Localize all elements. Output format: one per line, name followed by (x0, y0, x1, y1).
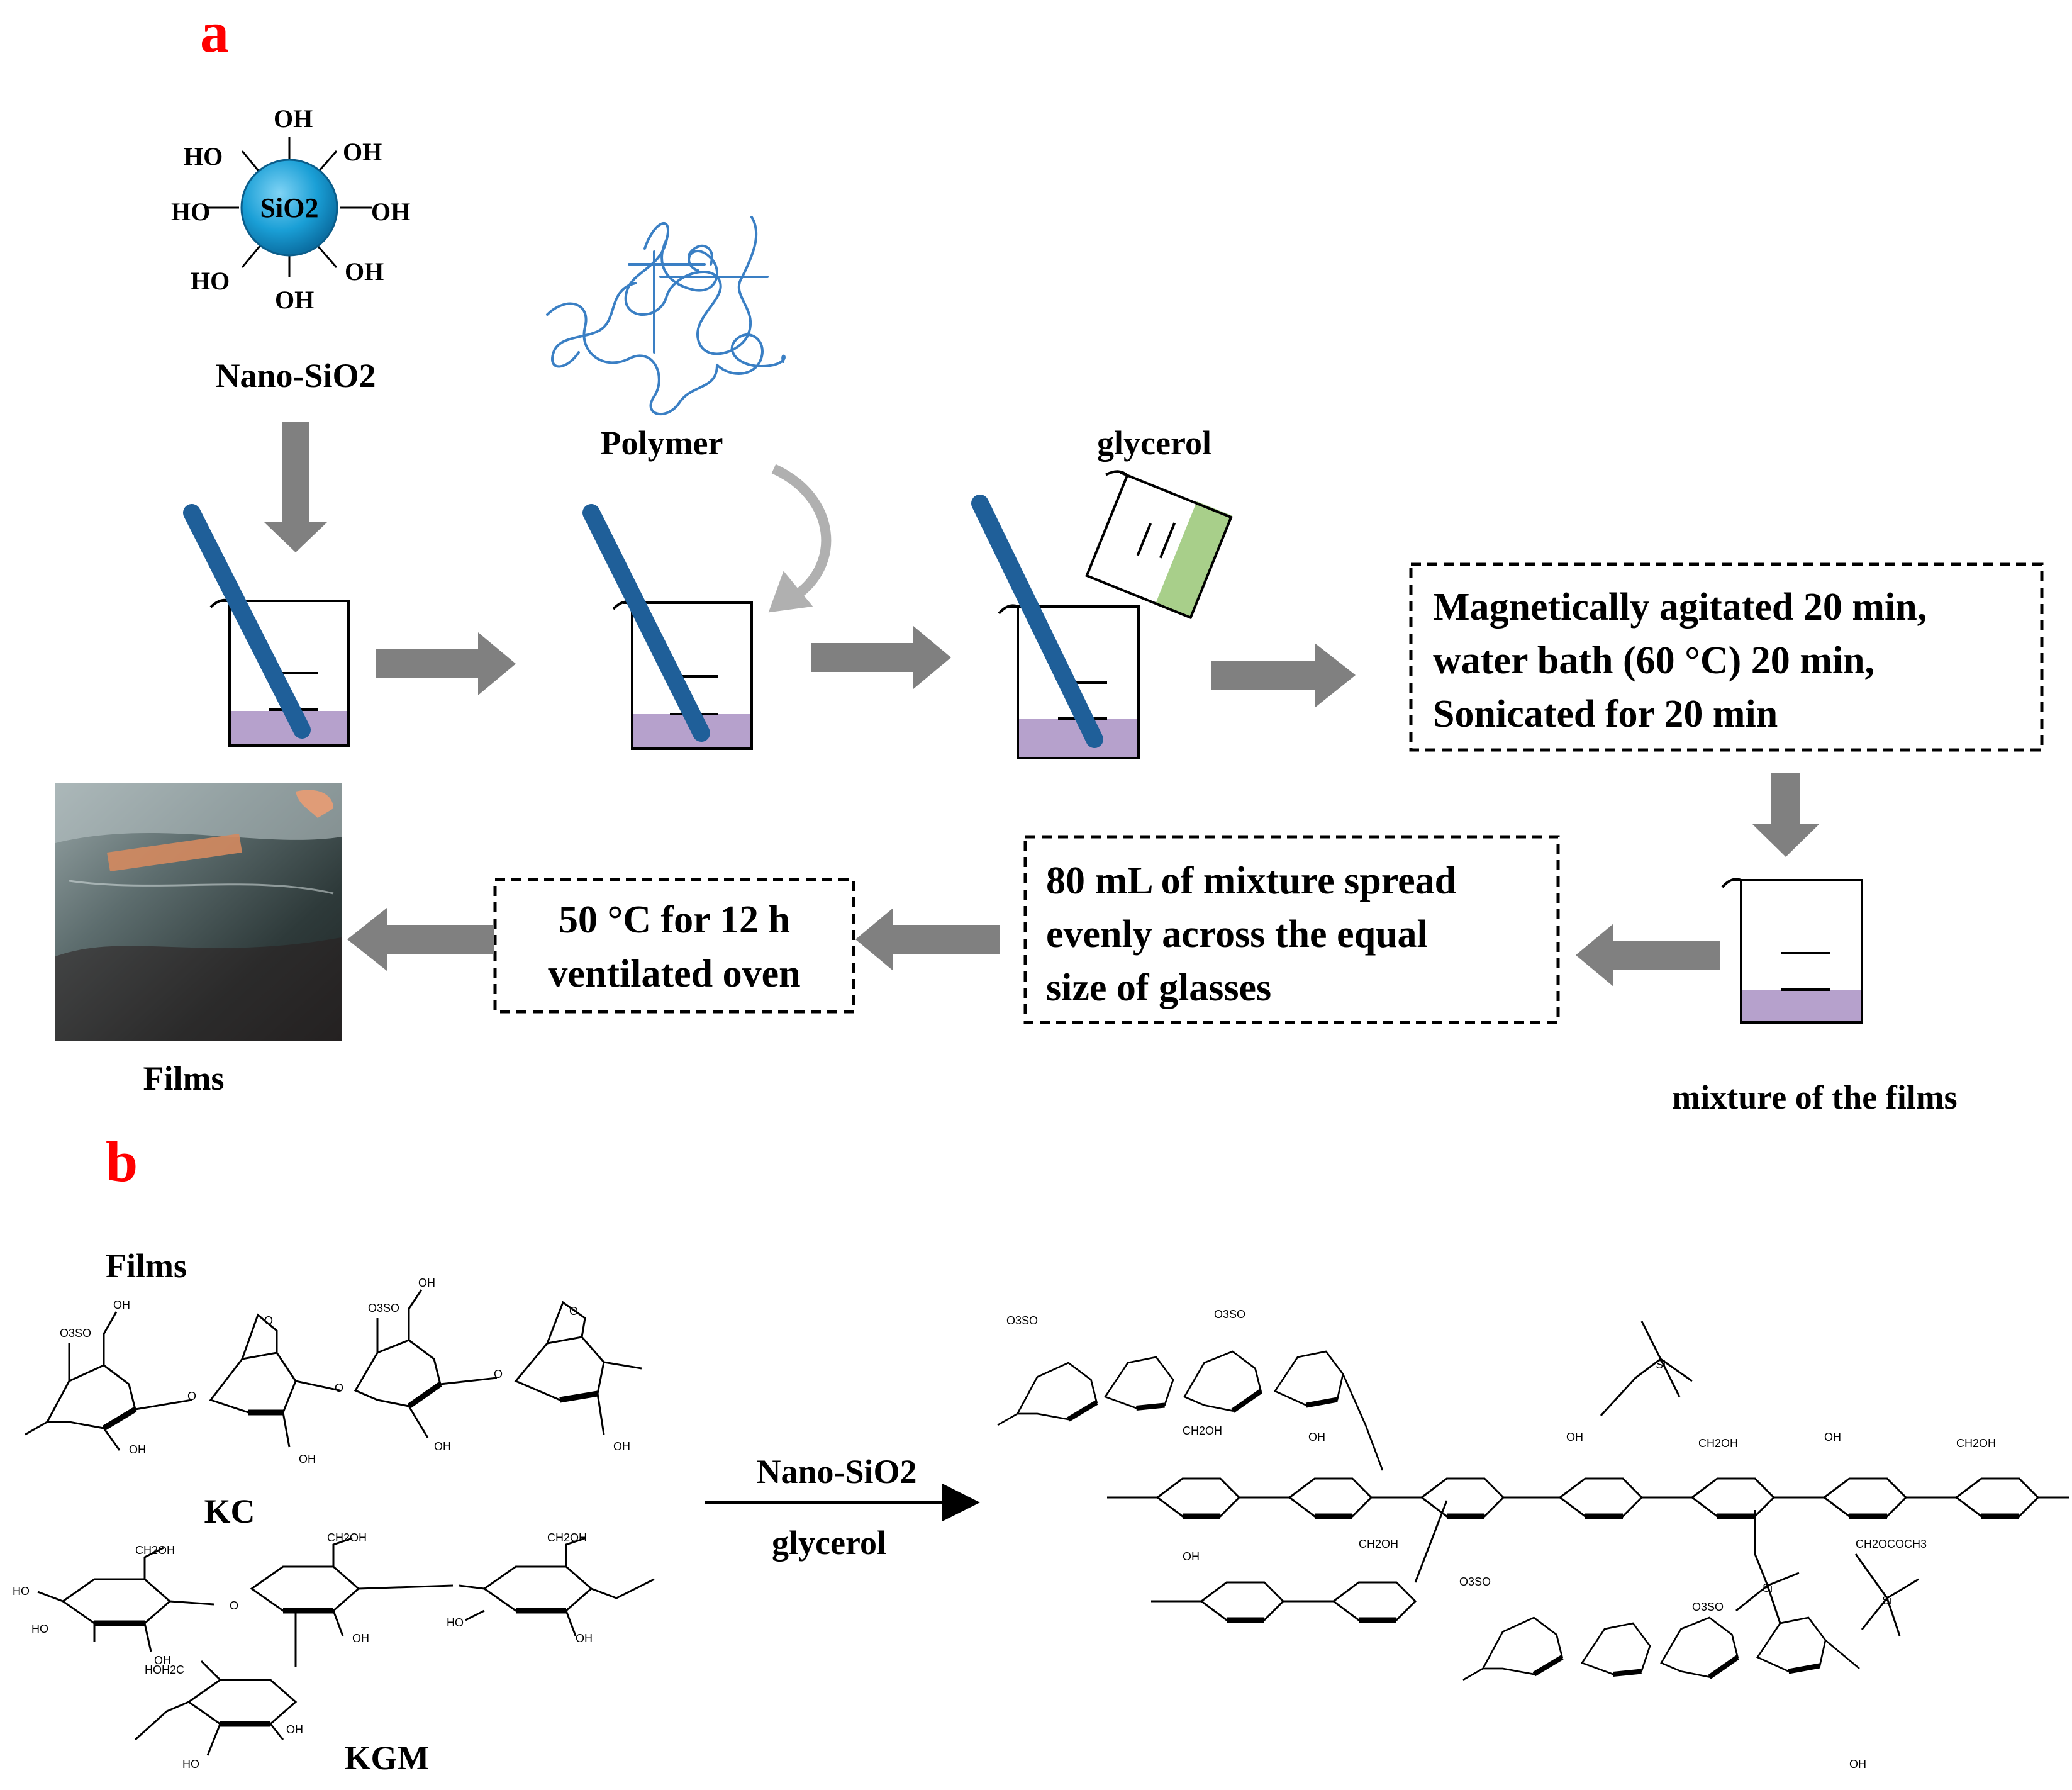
ho-label: HO (31, 1623, 48, 1635)
beaker-3 (971, 495, 1140, 759)
ho-label: HO (447, 1616, 464, 1629)
oh-label: OH (154, 1654, 171, 1667)
panel-b-films-heading: Films (106, 1247, 187, 1285)
oven-step-box: 50 °C for 12 h ventilated oven (493, 878, 855, 1014)
oh-label: OH (434, 1440, 451, 1453)
ho-group: HO (184, 142, 223, 171)
ch2oh-label: CH2OH (547, 1531, 587, 1544)
ch2oh-label: CH2OH (1359, 1538, 1398, 1550)
o3so-label: O3SO (1692, 1601, 1724, 1613)
oh-label: OH (286, 1723, 303, 1736)
oh-group: OH (275, 286, 314, 314)
spread-line-3: size of glasses (1046, 966, 1271, 1009)
left-arrow-icon (855, 908, 1000, 971)
oh-label: OH (1308, 1431, 1325, 1443)
ch2oh-label: CH2OH (1956, 1437, 1996, 1450)
nano-sio2-label: Nano-SiO2 (215, 357, 376, 394)
o-label: O (187, 1390, 196, 1402)
polymer-label: Polymer (601, 424, 723, 462)
oh-label: OH (418, 1277, 435, 1289)
ho-group: HO (191, 267, 230, 295)
curved-arrow-icon (771, 464, 832, 602)
ho-group: HO (171, 198, 210, 226)
ch2oh-label: CH2OH (1698, 1437, 1738, 1450)
oh-label: OH (113, 1299, 130, 1311)
down-arrow-icon (1752, 773, 1819, 857)
o-label: O (264, 1314, 273, 1327)
mixture-beaker (1721, 878, 1863, 1024)
process-line-1: Magnetically agitated 20 min, (1433, 586, 1927, 629)
glycerol-beaker (1085, 470, 1233, 620)
oh-group: OH (274, 104, 313, 133)
o-label: O (494, 1368, 503, 1380)
mixture-label: mixture of the films (1672, 1078, 1957, 1116)
hoh2c-label: HOH2C (145, 1664, 184, 1676)
ch2oh-label: CH2OH (327, 1531, 367, 1544)
down-arrow-icon (264, 422, 327, 552)
ch2oh-label: CH2OH (1183, 1424, 1222, 1437)
beaker-2 (582, 504, 753, 750)
spread-step-box: 80 mL of mixture spread evenly across th… (1023, 835, 1560, 1024)
process-line-2: water bath (60 °C) 20 min, (1433, 639, 1874, 682)
spread-line-1: 80 mL of mixture spread (1046, 859, 1456, 902)
oh-group: OH (371, 198, 410, 226)
oh-label: OH (299, 1453, 316, 1465)
panel-b-letter: b (106, 1129, 138, 1194)
reagent-nano-sio2: Nano-SiO2 (756, 1453, 916, 1491)
si-label: Si (1656, 1358, 1666, 1371)
kgm-structure: HO HO CH2OH OH O CH2OH OH CH2OH HO OH HO… (13, 1531, 655, 1770)
o-label: O (230, 1599, 238, 1612)
nano-sio2-particle: SiO2 OH OH OH OH OH HO HO HO (171, 104, 410, 314)
process-line-3: Sonicated for 20 min (1433, 693, 1778, 736)
oh-label: OH (1566, 1431, 1583, 1443)
o3so-label: O3SO (60, 1327, 91, 1340)
oh-label: OH (1849, 1758, 1866, 1770)
oh-group: OH (343, 138, 382, 166)
ch2oh-label: CH2OH (135, 1544, 175, 1557)
oh-label: OH (613, 1440, 630, 1453)
o-label: O (335, 1382, 343, 1394)
o3so-label: O3SO (1214, 1308, 1245, 1321)
left-arrow-icon (1576, 924, 1720, 987)
ho-label: HO (13, 1585, 30, 1597)
oh-label: OH (1824, 1431, 1841, 1443)
polymer-chain (546, 216, 786, 415)
oh-label: OH (576, 1632, 593, 1645)
films-label: Films (143, 1060, 225, 1097)
si-label: Si (1882, 1594, 1892, 1607)
oh-group: OH (345, 257, 384, 286)
kgm-label: KGM (345, 1739, 430, 1777)
composite-network-structure: Si Si Si O3SO O3SO O3SO O3SO CH2OH CH2OH… (997, 1308, 2069, 1770)
o-label: O (569, 1305, 578, 1317)
oven-line-1: 50 °C for 12 h (559, 898, 790, 941)
o3so-label: O3SO (368, 1302, 399, 1314)
film-photo (55, 783, 342, 1041)
oh-label: OH (352, 1632, 369, 1645)
sio2-core-label: SiO2 (260, 193, 319, 223)
right-arrow-icon (376, 632, 516, 695)
left-arrow-icon (347, 908, 494, 971)
o3so-label: O3SO (1459, 1575, 1491, 1588)
right-arrow-icon (1211, 643, 1356, 708)
right-arrow-icon (811, 626, 951, 689)
process-conditions-box: Magnetically agitated 20 min, water bath… (1409, 562, 2044, 752)
curved-arrow-head-icon (768, 571, 813, 613)
oh-label: OH (129, 1443, 146, 1456)
glycerol-label: glycerol (1097, 424, 1211, 462)
beaker-1 (183, 504, 350, 747)
oh-label: OH (1183, 1550, 1200, 1563)
ho-label: HO (182, 1758, 199, 1770)
ch2ococh3-label: CH2OCOCH3 (1856, 1538, 1927, 1550)
panel-a-letter: a (200, 0, 229, 64)
si-label: Si (1763, 1582, 1773, 1594)
reagent-glycerol: glycerol (772, 1524, 886, 1562)
kc-label: KC (204, 1492, 255, 1530)
spread-line-2: evenly across the equal (1046, 913, 1428, 956)
o3so-label: O3SO (1006, 1314, 1038, 1327)
oven-line-2: ventilated oven (548, 953, 800, 995)
kc-structure: O3SO OH OH O O OH O O3SO OH OH O O OH (25, 1277, 642, 1465)
